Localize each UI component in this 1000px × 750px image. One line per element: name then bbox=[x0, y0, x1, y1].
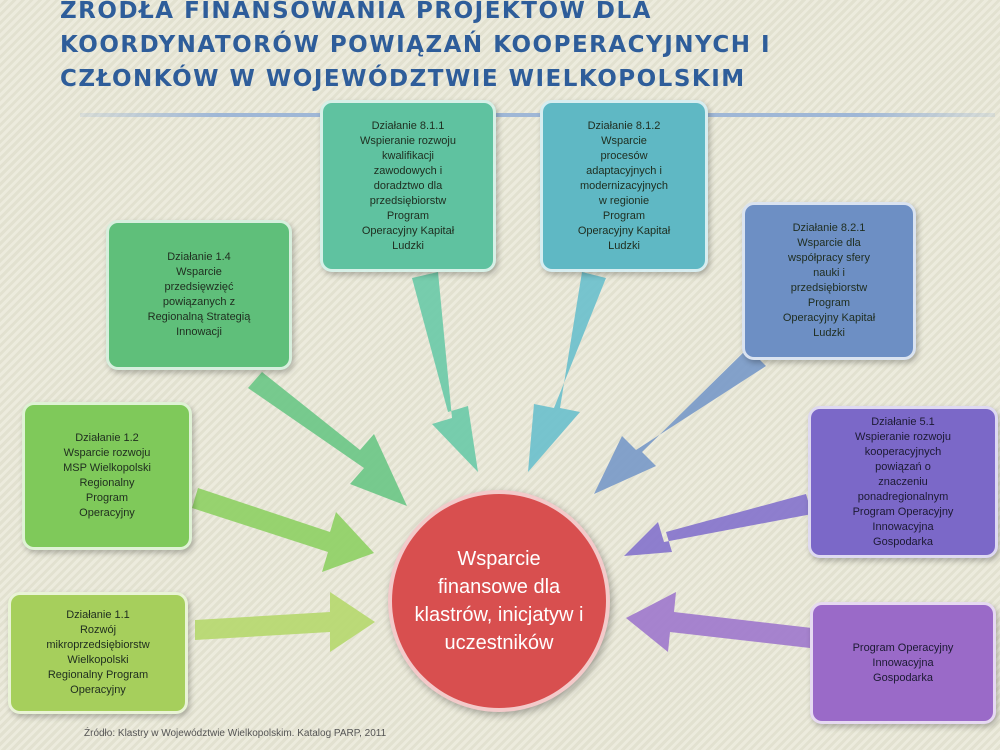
box-line: przedsiębiorstw bbox=[790, 282, 868, 294]
box-dzialanie-8-1-1: Działanie 8.1.1 Wspieranie rozwoju kwali… bbox=[320, 100, 496, 272]
box-line: Wspieranie rozwoju bbox=[855, 430, 951, 443]
box-line: Wsparcie dla bbox=[797, 237, 861, 249]
box-line: doradztwo dla bbox=[373, 179, 443, 192]
box-line: przedsiębiorstw bbox=[369, 194, 447, 207]
box-dzialanie-8-1-2: Działanie 8.1.2 Wsparcie procesów adapta… bbox=[540, 100, 708, 272]
box-text: Działanie 8.1.2 Wsparcie procesów adapta… bbox=[578, 119, 670, 254]
box-text: Działanie 1.2 Wsparcie rozwoju MSP Wielk… bbox=[63, 431, 151, 521]
slide-title: ŹRÓDŁA FINANSOWANIA PROJEKTÓW DLA KOORDY… bbox=[60, 0, 960, 96]
box-line: Wsparcie bbox=[601, 134, 647, 147]
box-line: Działanie 8.2.1 bbox=[792, 222, 866, 234]
box-line: Innowacyjna bbox=[872, 656, 934, 669]
box-line: Działanie 1.1 bbox=[66, 609, 130, 621]
box-dzialanie-1-1: Działanie 1.1 Rozwój mikroprzedsiębiorst… bbox=[8, 592, 188, 714]
center-circle: Wsparcie finansowe dla klastrów, inicjat… bbox=[388, 490, 610, 712]
box-line: Innowacji bbox=[176, 326, 222, 338]
box-dzialanie-8-2-1: Działanie 8.2.1 Wsparcie dla współpracy … bbox=[742, 202, 916, 360]
box-dzialanie-5-1: Działanie 5.1 Wspieranie rozwoju koopera… bbox=[808, 406, 998, 558]
box-line: Regionalny Program bbox=[47, 669, 149, 681]
box-program-poig: Program Operacyjny Innowacyjna Gospodark… bbox=[810, 602, 996, 724]
box-line: powiązań o bbox=[875, 460, 931, 473]
title-line: ŹRÓDŁA FINANSOWANIA PROJEKTÓW DLA bbox=[60, 0, 652, 24]
box-line: kwalifikacji bbox=[382, 149, 434, 162]
box-line: Program Operacyjny bbox=[852, 641, 954, 654]
box-line: Regionalną Strategią bbox=[147, 311, 251, 323]
box-line: nauki i bbox=[813, 267, 845, 279]
box-line: przedsięwzięć bbox=[164, 281, 234, 293]
box-line: Program bbox=[85, 492, 129, 504]
box-line: powiązanych z bbox=[162, 296, 236, 308]
box-line: Działanie 1.4 bbox=[167, 251, 231, 263]
box-line: Innowacyjna bbox=[872, 520, 934, 533]
box-line: w regionie bbox=[598, 194, 650, 207]
box-text: Działanie 8.1.1 Wspieranie rozwoju kwali… bbox=[360, 119, 456, 254]
arrow-from-1-1 bbox=[195, 592, 375, 652]
box-line: Działanie 5.1 bbox=[871, 415, 935, 428]
box-line: Wsparcie bbox=[176, 266, 222, 278]
box-line: Operacyjny bbox=[79, 507, 135, 519]
box-text: Działanie 8.2.1 Wsparcie dla współpracy … bbox=[783, 221, 875, 341]
box-line: Program Operacyjny bbox=[852, 505, 954, 518]
box-line: Wielkopolski bbox=[67, 654, 129, 666]
box-line: Wspieranie rozwoju bbox=[360, 134, 456, 147]
box-line: Gospodarka bbox=[873, 671, 933, 684]
box-text: Działanie 1.1 Rozwój mikroprzedsiębiorst… bbox=[46, 608, 149, 698]
box-line: Operacyjny bbox=[70, 684, 126, 696]
box-line: Ludzki bbox=[392, 239, 424, 252]
title-line: CZŁONKÓW W WOJEWÓDZTWIE WIELKOPOLSKIM bbox=[60, 66, 746, 92]
box-line: mikroprzedsiębiorstw bbox=[46, 639, 150, 651]
box-line: Program bbox=[807, 297, 851, 309]
box-line: Gospodarka bbox=[873, 535, 933, 548]
box-line: Rozwój bbox=[79, 624, 117, 636]
box-line: Program bbox=[602, 209, 646, 222]
arrow-from-poig bbox=[626, 592, 812, 652]
arrow-from-5-1 bbox=[624, 494, 812, 556]
box-line: kooperacyjnych bbox=[864, 445, 942, 458]
center-label: Wsparcie finansowe dla klastrów, inicjat… bbox=[414, 548, 584, 654]
box-line: MSP Wielkopolski bbox=[63, 462, 151, 474]
box-line: Działanie 8.1.1 bbox=[371, 119, 445, 132]
box-line: Ludzki bbox=[608, 239, 640, 252]
source-note: Źródło: Klastry w Województwie Wielkopol… bbox=[84, 728, 387, 739]
arrow-from-8-1-2 bbox=[528, 272, 606, 472]
box-line: znaczeniu bbox=[878, 475, 928, 488]
arrow-from-8-2-1 bbox=[594, 348, 766, 494]
box-line: Działanie 8.1.2 bbox=[587, 119, 661, 132]
box-line: Wsparcie rozwoju bbox=[63, 447, 151, 459]
box-line: współpracy sfery bbox=[788, 252, 870, 264]
box-line: Operacyjny Kapitał bbox=[577, 224, 671, 237]
box-text: Program Operacyjny Innowacyjna Gospodark… bbox=[853, 641, 954, 686]
box-line: Program bbox=[386, 209, 430, 222]
box-line: zawodowych i bbox=[373, 164, 443, 177]
box-dzialanie-1-2: Działanie 1.2 Wsparcie rozwoju MSP Wielk… bbox=[22, 402, 192, 550]
box-line: ponadregionalnym bbox=[857, 490, 949, 503]
box-line: Działanie 1.2 bbox=[75, 432, 139, 444]
box-text: Działanie 1.4 Wsparcie przedsięwzięć pow… bbox=[148, 250, 251, 340]
arrow-from-8-1-1 bbox=[412, 272, 478, 472]
box-dzialanie-1-4: Działanie 1.4 Wsparcie przedsięwzięć pow… bbox=[106, 220, 292, 370]
title-line: KOORDYNATORÓW POWIĄZAŃ KOOPERACYJNYCH I bbox=[60, 32, 772, 58]
box-line: procesów bbox=[600, 149, 648, 162]
title-divider bbox=[80, 113, 995, 117]
arrow-from-1-4 bbox=[248, 372, 407, 506]
box-line: adaptacyjnych i bbox=[586, 164, 662, 177]
box-line: Regionalny bbox=[79, 477, 135, 489]
box-text: Działanie 5.1 Wspieranie rozwoju koopera… bbox=[853, 415, 954, 550]
box-line: Ludzki bbox=[813, 327, 845, 339]
arrow-from-1-2 bbox=[192, 488, 374, 572]
box-line: Operacyjny Kapitał bbox=[782, 312, 876, 324]
box-line: modernizacyjnych bbox=[579, 179, 669, 192]
box-line: Operacyjny Kapitał bbox=[361, 224, 455, 237]
